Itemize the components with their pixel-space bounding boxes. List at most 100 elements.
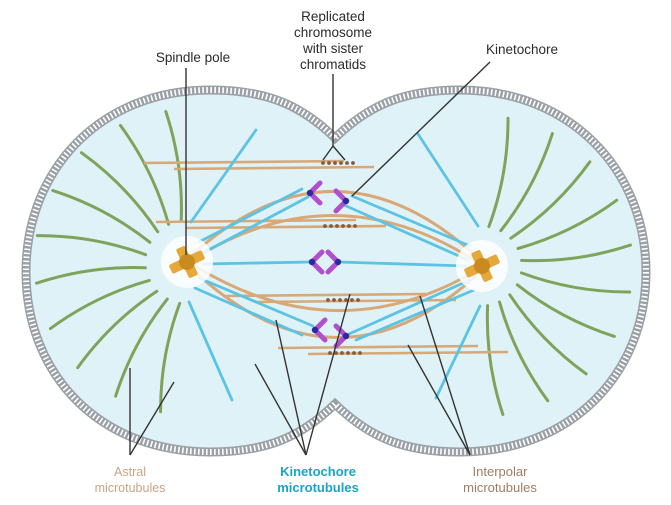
kinetochore-microtubule [187, 300, 234, 402]
astral-microtubule [520, 243, 632, 263]
astral-microtubule [509, 160, 592, 240]
kinetochore-microtubule [337, 260, 468, 268]
overlap-dot [333, 161, 337, 165]
astral-microtubule [79, 151, 160, 234]
overlap-dot [323, 224, 327, 228]
kinetochore-microtubules [187, 128, 482, 402]
astral-microtubule [516, 198, 619, 250]
label-kinetochore-mt-line-2: microtubules [277, 480, 359, 495]
interpolar-microtubule [194, 264, 475, 312]
astral-microtubule [51, 189, 152, 244]
astral-microtubule [118, 123, 171, 226]
overlap-dot [345, 161, 349, 165]
overlap-dot [347, 224, 351, 228]
astral-microtubule [48, 278, 151, 331]
interpolar-microtubule [155, 218, 357, 224]
overlap-dot [344, 298, 348, 302]
label-astral-line-1: Astral [114, 465, 146, 479]
overlap-dot [340, 351, 344, 355]
pointer-line [275, 319, 307, 456]
astral-microtubule [485, 304, 505, 416]
label-kinetochore: Kinetochore [462, 42, 582, 58]
astral-microtubule [114, 297, 169, 398]
overlap-dot [334, 351, 338, 355]
astral-microtubule [515, 283, 616, 338]
overlap-dot [346, 351, 350, 355]
astral-microtubule [164, 110, 183, 222]
kinetochore-dot [306, 189, 314, 197]
kinetochore-microtubule [197, 276, 315, 328]
kinetochore-dot [308, 258, 316, 266]
kinetochore-microtubule [354, 288, 476, 342]
pointer-line [419, 295, 471, 456]
kinetochore-microtubule [189, 128, 258, 224]
pointer-line [332, 145, 346, 161]
astral-microtubule [159, 301, 182, 414]
kinetochore-microtubule [197, 187, 304, 244]
interpolar-microtubule [185, 224, 387, 230]
overlap-dot [327, 161, 331, 165]
overlap-dot [329, 224, 333, 228]
kinetochore-dot [334, 258, 342, 266]
kinetochore-microtubule [342, 203, 470, 262]
interpolar-microtubule [143, 159, 345, 165]
label-kinetochore-mt-line-1: Kinetochore [280, 464, 356, 479]
interpolar-microtubule [225, 292, 427, 298]
label-interpolar-line-2: microtubules [463, 480, 537, 495]
kinetochore-microtubule [416, 132, 480, 228]
overlap-dot [350, 298, 354, 302]
overlap-dot [352, 351, 356, 355]
kinetochore-dot [342, 197, 350, 205]
overlap-dot [358, 351, 362, 355]
astral-microtubule [498, 300, 550, 403]
overlap-dot [351, 161, 355, 165]
kinetochore-dot [311, 326, 319, 334]
spindle-poles [161, 236, 508, 292]
kinetochore-dot [342, 332, 350, 340]
overlap-dot [328, 351, 332, 355]
overlap-dot [338, 298, 342, 302]
label-replicated-line-2: chromosome [293, 25, 373, 40]
label-pointers [129, 61, 491, 456]
cell-membrane-texture [22, 86, 650, 456]
cell-membrane [21, 85, 651, 457]
kinetochore-microtubule [201, 260, 312, 266]
astral-microtubule [499, 132, 554, 233]
label-interpolar-line-1: Interpolar [472, 464, 528, 479]
overlap-dot [339, 161, 343, 165]
label-replicated-line-4: chromatids [299, 57, 367, 72]
astral-microtubule [487, 116, 510, 229]
astral-microtubule [35, 234, 148, 257]
kinetochore-microtubule [434, 304, 482, 400]
label-spindle-pole: Spindle pole [128, 50, 258, 66]
pointer-line [407, 344, 471, 456]
label-spindle-pole-text: Spindle pole [155, 50, 231, 65]
label-replicated-chromosome: Replicated chromosome with sister chroma… [268, 9, 398, 73]
interpolar-microtubule [173, 165, 375, 171]
overlap-dot [341, 224, 345, 228]
pointer-line [305, 293, 351, 456]
astral-microtubule [35, 266, 147, 285]
label-interpolar-microtubules: Interpolar microtubules [420, 464, 580, 496]
label-astral-line-2: microtubules [94, 481, 166, 495]
astral-microtubule [519, 271, 632, 294]
kinetochore-microtubule [350, 194, 472, 248]
overlap-dot [326, 298, 330, 302]
kinetochore-microtubule [199, 195, 310, 256]
label-replicated-line-1: Replicated [301, 9, 365, 24]
pointer-line [254, 363, 307, 456]
overlap-dot [353, 224, 357, 228]
kinetochore-microtubule [347, 278, 472, 336]
astral-microtubule [76, 289, 159, 370]
overlap-dot [335, 224, 339, 228]
spindle-pole-left-core [179, 254, 195, 270]
pointer-line [322, 145, 334, 161]
cell-content [35, 110, 632, 416]
label-replicated-line-3: with sister [302, 41, 363, 56]
chromosomes [306, 180, 350, 349]
kinetochore-microtubule [193, 286, 304, 337]
astral-microtubule [508, 293, 588, 376]
label-kinetochore-text: Kinetochore [485, 42, 559, 57]
pointer-line [129, 381, 175, 456]
